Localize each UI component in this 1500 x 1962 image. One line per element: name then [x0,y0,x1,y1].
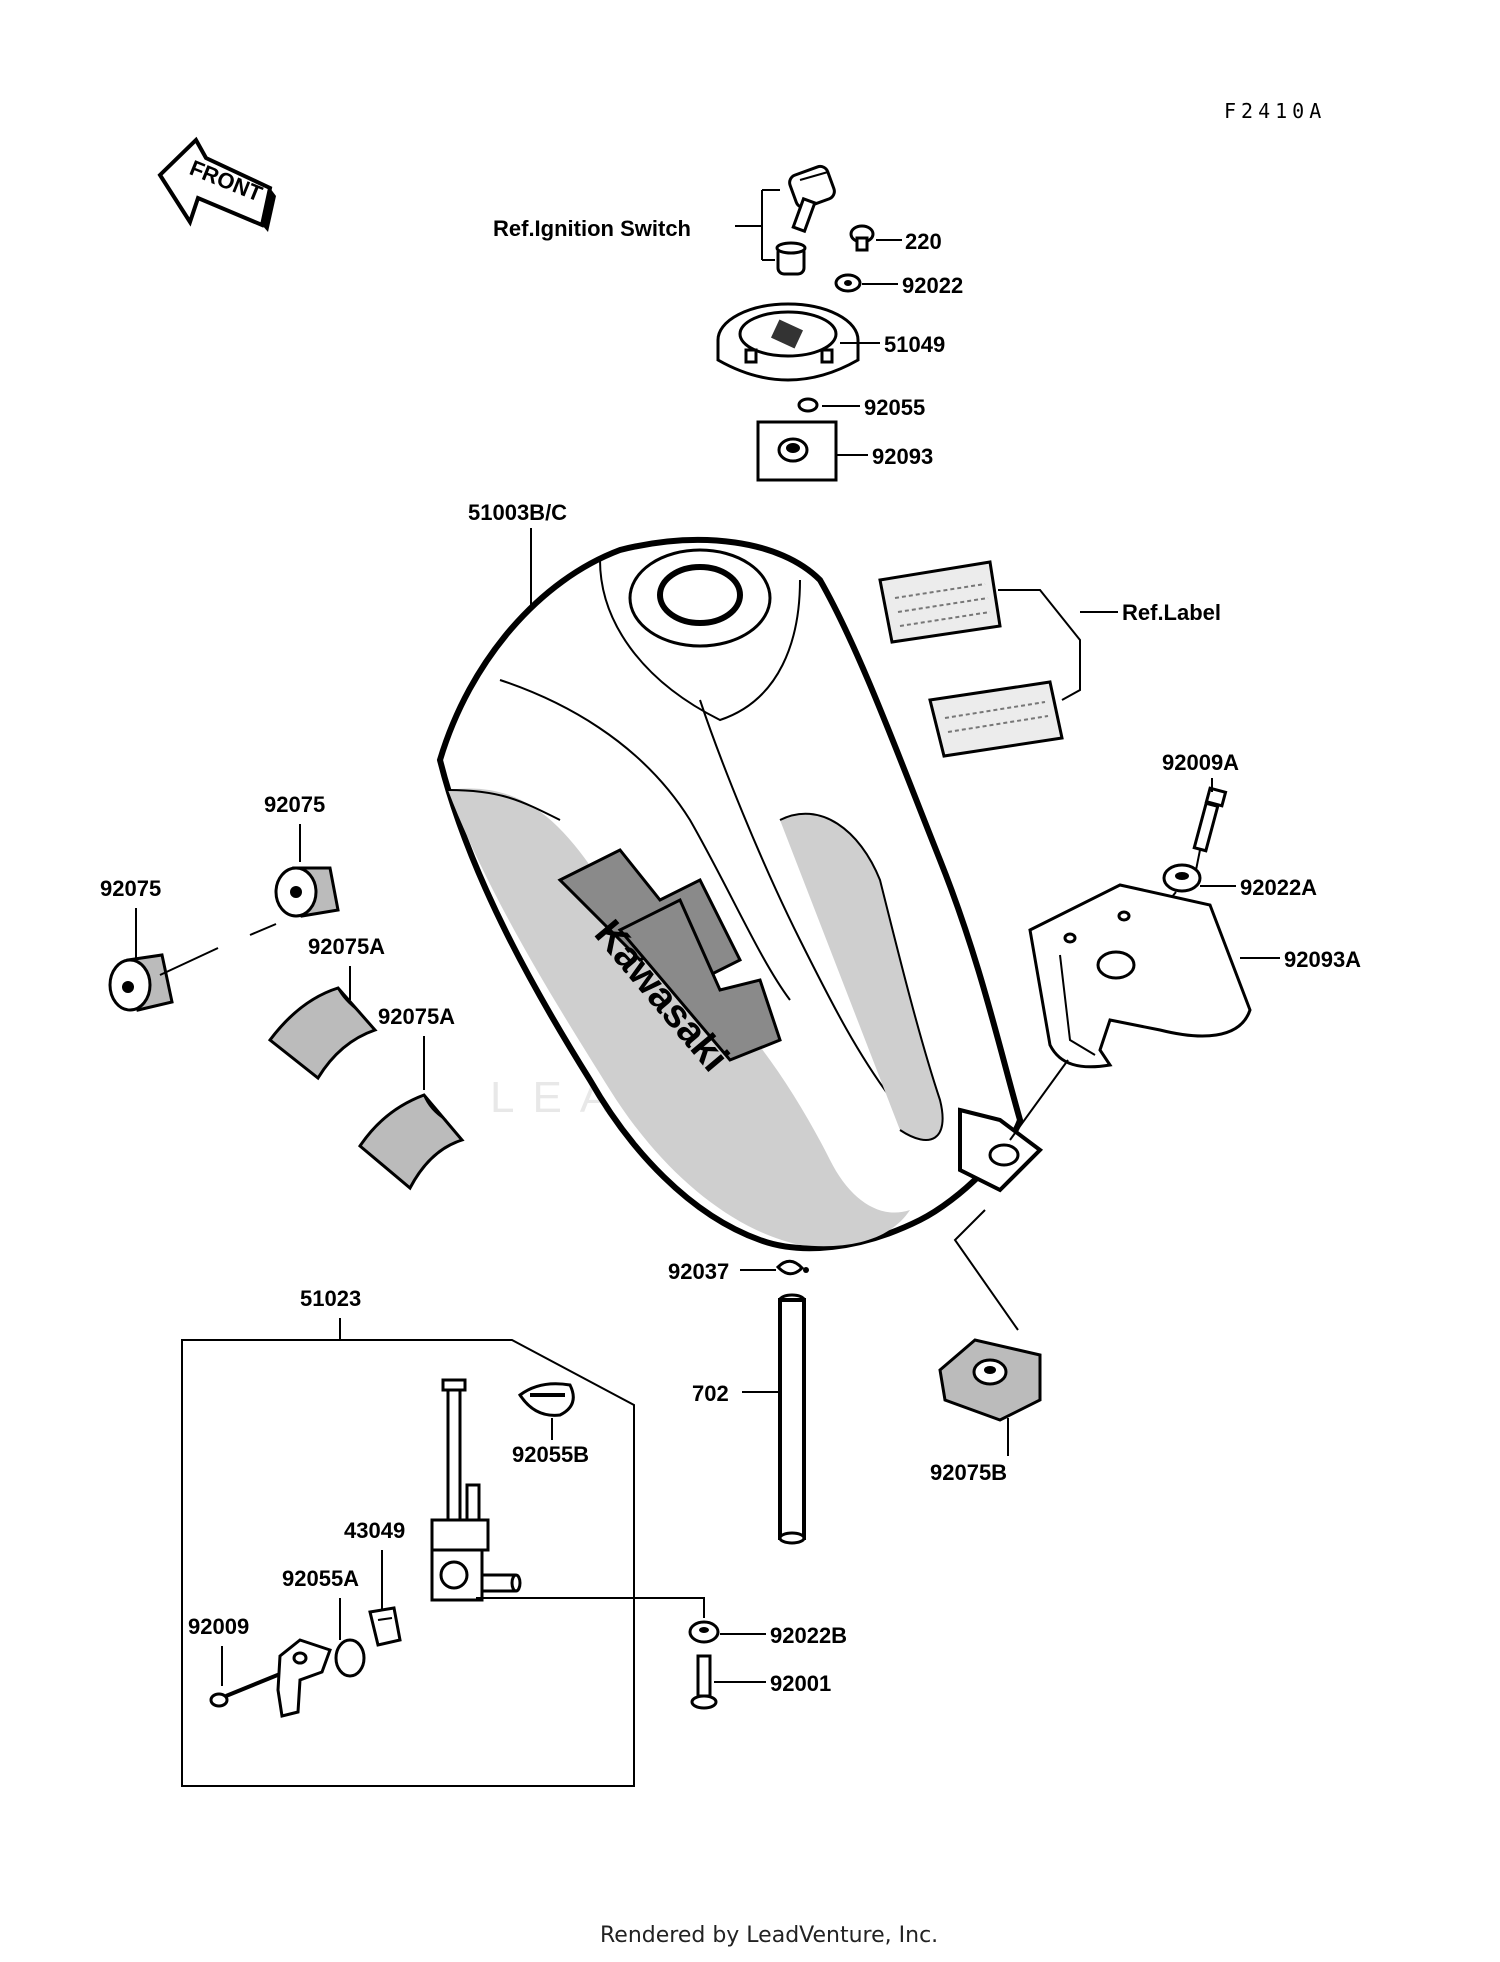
label-92075b: 92075B [930,1460,1007,1485]
reference-label-stickers-icon [878,560,1064,758]
label-92055: 92055 [864,395,925,420]
bolt-92009a-icon [1192,786,1228,853]
washer-92022a-icon [1162,863,1202,893]
cushion-92075b-icon [938,1338,1042,1422]
label-92093: 92093 [872,444,933,469]
label-92075a-1: 92075A [308,934,385,959]
screw-220-icon [849,224,875,252]
leader-92009a-to-washer [1195,849,1201,871]
cushion-92075a-2-icon [358,1093,465,1191]
label-702: 702 [692,1381,729,1406]
label-ref-ignition-switch: Ref.Ignition Switch [493,216,691,241]
label-ref-label: Ref.Label [1122,600,1221,625]
fuel-cock-assembly-box [181,1339,635,1787]
label-220: 220 [905,229,942,254]
washer-92022b-icon [688,1620,720,1644]
ignition-key-icon [788,164,836,234]
leader-92075-connect-2 [249,923,277,936]
leader-92075-connect [159,947,219,976]
label-92037: 92037 [668,1259,729,1284]
plate-92093a-icon [1028,883,1252,1069]
label-92022a: 92022A [1240,875,1317,900]
label-92075-left: 92075 [100,876,161,901]
label-51003bc: 51003B/C [468,500,567,525]
filter-43049-icon [368,1606,402,1647]
gasket-92093-icon [756,420,838,482]
label-92075a-2: 92075A [378,1004,455,1029]
washer-92022-icon [834,273,862,293]
hose-702-icon [778,1293,806,1545]
ignition-bracket-line [735,189,780,261]
label-92009: 92009 [188,1614,249,1639]
o-ring-92055-icon [797,397,819,413]
leader-ref-label-bracket [998,589,1081,701]
ignition-cylinder-icon [775,241,807,276]
footer-credit: Rendered by LeadVenture, Inc. [600,1923,938,1948]
label-92001: 92001 [770,1671,831,1696]
label-51023: 51023 [300,1286,361,1311]
cushion-92075a-1-icon [267,986,378,1081]
fuel-cap-51049-icon [716,302,860,382]
leader-92093a-to-tank [1009,1059,1069,1141]
label-92009a: 92009A [1162,750,1239,775]
lever-plate-icon [276,1638,332,1718]
label-92022: 92022 [902,273,963,298]
diagram-code: F2410A [1224,99,1326,123]
screw-92009-icon [209,1672,281,1708]
bolt-92001-icon [690,1654,718,1710]
o-ring-92055a-icon [334,1638,366,1678]
label-51049: 51049 [884,332,945,357]
cushion-92075-left-icon [108,953,174,1012]
fuel-cock-valve-icon [430,1378,522,1602]
label-92022b: 92022B [770,1623,847,1648]
fuel-tank-51003-icon: Kawasaki [436,537,1044,1252]
label-92093a: 92093A [1284,947,1361,972]
clip-92037-icon [775,1259,809,1276]
label-92055b: 92055B [512,1442,589,1467]
leader-tank-to-92075b [953,1209,1019,1331]
leader-valve-to-92022b [476,1597,705,1618]
label-43049: 43049 [344,1518,405,1543]
cushion-92075-top-icon [274,866,340,918]
front-arrow-icon: FRONT [157,136,276,232]
gasket-92055b-icon [517,1382,575,1417]
label-92055a: 92055A [282,1566,359,1591]
label-92075-top: 92075 [264,792,325,817]
